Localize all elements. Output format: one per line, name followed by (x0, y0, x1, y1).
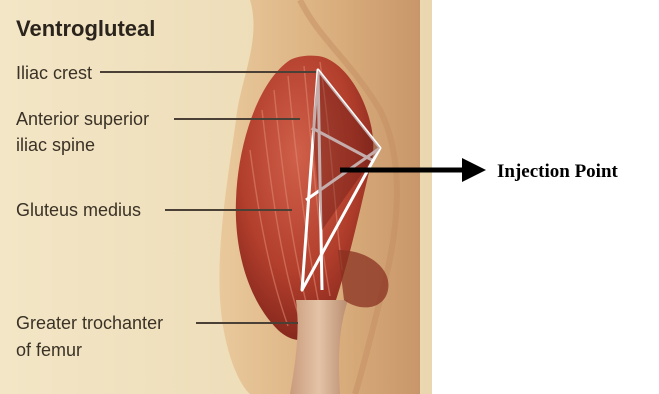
label-trochanter-line2: of femur (16, 340, 82, 360)
label-injection-point: Injection Point (497, 161, 619, 182)
label-asis-line1: Anterior superior (16, 109, 149, 129)
injection-arrow-head (462, 158, 486, 182)
diagram-title: Ventrogluteal (16, 16, 155, 41)
label-iliac-crest: Iliac crest (16, 63, 92, 83)
label-asis-line2: iliac spine (16, 135, 95, 155)
label-trochanter-line1: Greater trochanter (16, 313, 163, 333)
label-gluteus-medius: Gluteus medius (16, 200, 141, 220)
